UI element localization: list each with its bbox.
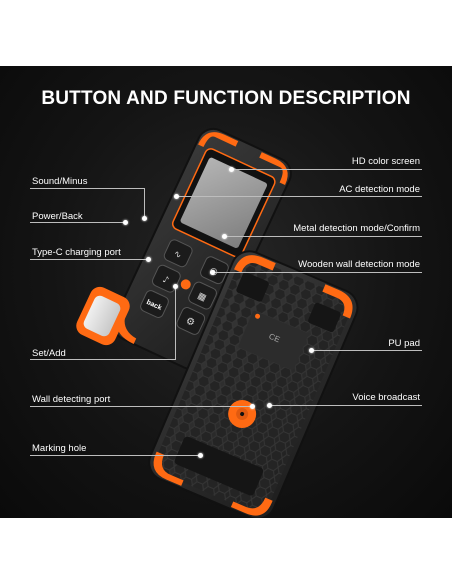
settings-icon: ⚙: [184, 315, 197, 329]
svg-text:CE: CE: [267, 332, 281, 345]
callout-dot: [222, 234, 227, 239]
leader-line: [175, 286, 176, 360]
product-panel: BUTTON AND FUNCTION DESCRIPTION: [0, 66, 452, 518]
label-voice-broadcast: Voice broadcast: [352, 392, 420, 403]
callout-dot: [309, 348, 314, 353]
corner-bumper: [230, 497, 273, 516]
corner-bumper: [234, 255, 276, 273]
leader-line: [176, 196, 422, 197]
leader-line: [212, 272, 422, 273]
leader-line: [30, 259, 148, 260]
leader-line: [30, 222, 125, 223]
label-type-c-port: Type-C charging port: [32, 247, 121, 258]
set-button: [176, 307, 206, 335]
leader-line: [30, 359, 175, 360]
type-c-port-detail: [76, 286, 130, 346]
center-indicator: [180, 279, 191, 290]
corner-bumper: [259, 152, 288, 186]
leader-line: [30, 455, 200, 456]
callout-dot: [123, 220, 128, 225]
leader-line: [270, 405, 422, 406]
corner-bumper: [322, 284, 353, 319]
callout-dot: [142, 216, 147, 221]
label-hd-color-screen: HD color screen: [351, 156, 420, 167]
label-marking-hole: Marking hole: [32, 443, 87, 454]
hd-screen: [180, 157, 268, 248]
page-title: BUTTON AND FUNCTION DESCRIPTION: [41, 88, 411, 109]
front-device: ∿ ◎ ♪ ▦ back ⚙: [112, 127, 292, 371]
leader-line: [224, 236, 422, 237]
label-set-add: Set/Add: [32, 348, 66, 359]
back-button: [140, 290, 169, 318]
sound-icon: ♪: [161, 275, 170, 286]
corner-bumper: [153, 451, 184, 486]
label-pu-pad: PU pad: [388, 338, 420, 349]
label-power-back: Power/Back: [32, 211, 83, 222]
corner-bumper: [198, 132, 239, 148]
wood-mode-button: [188, 281, 217, 310]
leader-line: [30, 406, 252, 407]
leader-line: [144, 188, 145, 218]
back-device: CE: [148, 250, 359, 518]
device-illustration: ∿ ◎ ♪ ▦ back ⚙: [76, 127, 359, 518]
label-ac-detection-mode: AC detection mode: [339, 184, 420, 195]
label-metal-detection-confirm: Metal detection mode/Confirm: [293, 223, 420, 234]
pu-pad-top-left: [236, 272, 269, 302]
callout-dot: [267, 403, 272, 408]
pu-pad-bottom: [174, 436, 264, 496]
leader-line: [312, 350, 422, 351]
leader-line: [232, 169, 422, 170]
ac-mode-button: [163, 239, 193, 268]
label-wooden-wall-mode: Wooden wall detection mode: [298, 259, 420, 270]
product-label: [238, 310, 309, 370]
wood-icon: ▦: [196, 291, 208, 304]
callout-dot: [210, 270, 215, 275]
ac-icon: ∿: [172, 249, 183, 261]
pu-pad-top-right: [308, 302, 341, 333]
callout-dot: [174, 194, 179, 199]
callout-dot: [229, 167, 234, 172]
label-sound-minus: Sound/Minus: [32, 176, 88, 187]
callout-dot: [250, 404, 255, 409]
leader-line: [30, 188, 145, 189]
voice-port-dot: [255, 313, 261, 319]
callout-dot: [198, 453, 203, 458]
label-wall-detecting-port: Wall detecting port: [32, 394, 111, 405]
callout-dot: [146, 257, 151, 262]
callout-dot: [173, 284, 178, 289]
